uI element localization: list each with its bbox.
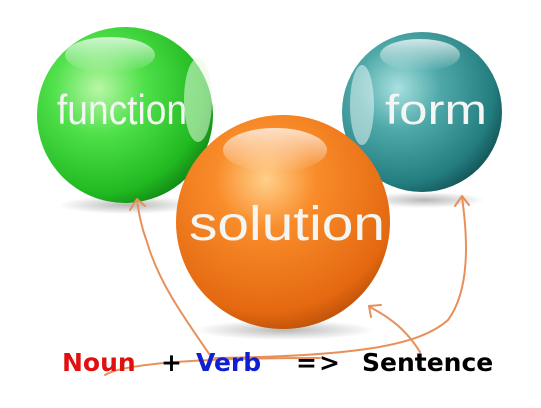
noun-to-function-arrowhead (129, 198, 146, 211)
function-sphere-shadow (58, 196, 198, 214)
solution-label: solution (189, 198, 385, 251)
form-label: form (385, 86, 487, 133)
verb-to-form-arrow (214, 196, 467, 359)
sentence-to-solution-arrowhead (368, 304, 382, 318)
noun-to-function-arrow (136, 199, 213, 359)
solution-sphere-highlight (223, 128, 327, 172)
form-sphere-shadow (365, 192, 485, 208)
verb-word: Verb (196, 348, 262, 377)
function-sphere: function (37, 27, 213, 203)
sentence-to-solution-arrow (369, 306, 421, 353)
form-sphere-rim-light (350, 65, 374, 145)
solution-sphere: solution (176, 115, 390, 329)
function-sphere-rim-light (184, 58, 212, 142)
implies-arrow: => (296, 348, 342, 377)
noun-word: Noun (62, 348, 136, 377)
verb-to-form-arrowhead (454, 195, 470, 207)
form-sphere-highlight (380, 39, 460, 71)
function-sphere-highlight (65, 37, 155, 73)
function-label: function (57, 86, 187, 133)
solution-sphere-shadow (195, 320, 375, 340)
plus-sign: + (161, 348, 182, 377)
sentence-word: Sentence (362, 348, 494, 377)
annotation-arrows (104, 195, 470, 376)
form-sphere: form (342, 32, 502, 192)
baseline-curve (104, 357, 321, 376)
